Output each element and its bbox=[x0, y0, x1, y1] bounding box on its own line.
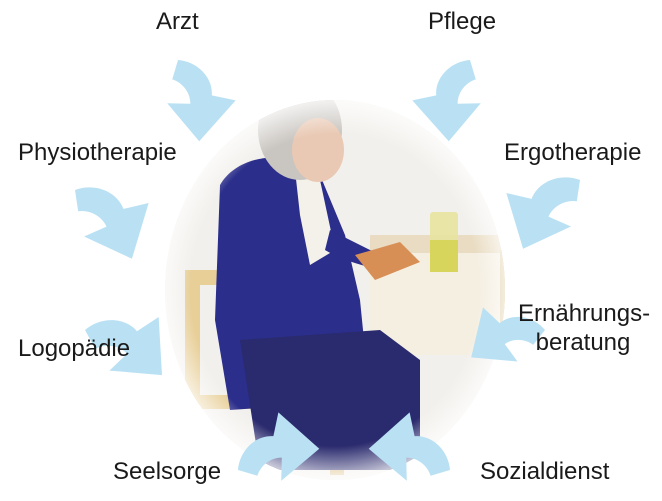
arrow-physiotherapie bbox=[64, 184, 150, 260]
label-ernaehrungsberatung-line2: beratung bbox=[535, 328, 631, 356]
arrow-arzt bbox=[146, 55, 239, 145]
label-arzt: Arzt bbox=[156, 8, 199, 35]
label-ernaehrungsberatung: Ernährungs- beratung bbox=[518, 300, 651, 358]
center-photo bbox=[165, 100, 505, 480]
label-ernaehrungsberatung-line1: Ernährungs- bbox=[518, 300, 651, 327]
label-seelsorge: Seelsorge bbox=[113, 458, 222, 485]
label-sozialdienst: Sozialdienst bbox=[480, 458, 610, 485]
label-physiotherapie: Physiotherapie bbox=[18, 139, 177, 166]
label-logopaedie: Logopädie bbox=[18, 335, 131, 362]
label-ergotherapie: Ergotherapie bbox=[504, 139, 642, 166]
label-pflege: Pflege bbox=[428, 8, 497, 35]
arrow-ergotherapie bbox=[505, 174, 591, 250]
